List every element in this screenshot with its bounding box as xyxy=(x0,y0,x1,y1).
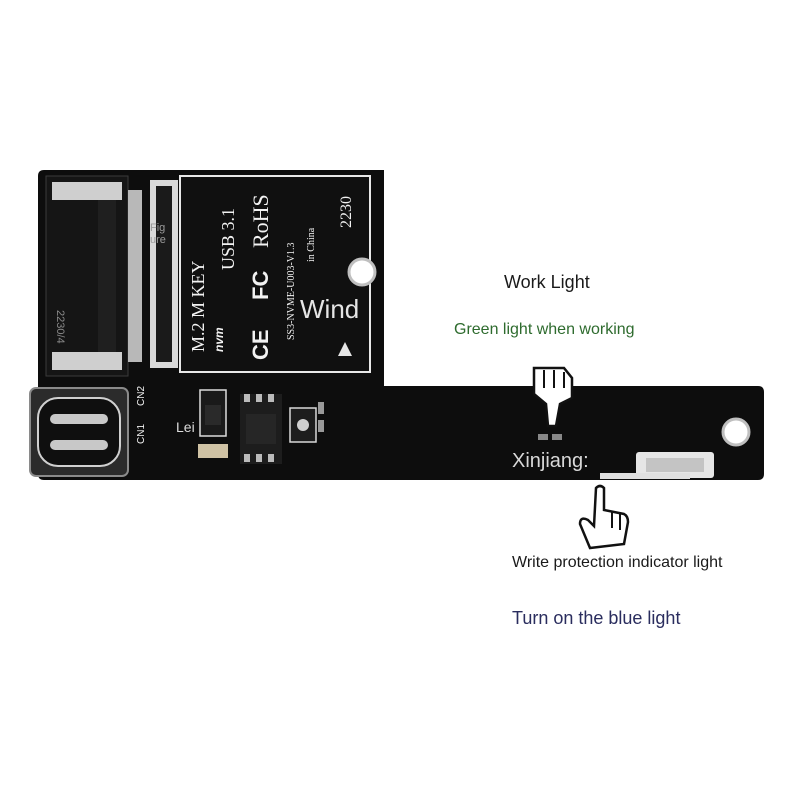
chip-q1 xyxy=(199,389,227,437)
capacitor xyxy=(198,444,228,458)
hand-pointer-down-icon xyxy=(532,366,574,428)
overlay-figure: Fig ure xyxy=(150,222,166,246)
work-light-description: Green light when working xyxy=(454,321,635,338)
write-protection-description: Turn on the blue light xyxy=(512,608,681,628)
silk-made-in: in China xyxy=(306,227,317,262)
silk-usb31: USB 3.1 xyxy=(218,207,238,270)
silk-2230-4: 2230/4 xyxy=(54,310,66,344)
silk-model: SS3-NVME-U003-V1.3 xyxy=(286,242,297,341)
pin-strip xyxy=(150,180,178,368)
overlay-lei: Lei xyxy=(176,419,195,435)
silk-m2-mkey: M.2 M KEY xyxy=(188,260,208,352)
silk-ce: CE xyxy=(248,329,273,360)
mounting-hole-top xyxy=(347,257,377,287)
work-light-title: Work Light xyxy=(504,272,590,292)
hand-pointer-up-icon xyxy=(578,484,630,550)
overlay-wind: Wind xyxy=(300,294,360,324)
silk-nvme: nvm xyxy=(212,327,226,352)
led-connector xyxy=(636,452,714,478)
chip-main xyxy=(240,394,282,464)
write-protection-title: Write protection indicator light xyxy=(512,554,723,571)
label-panel xyxy=(179,175,371,373)
silk-rohs: RoHS xyxy=(248,194,273,248)
silk-2230: 2230 xyxy=(338,196,355,228)
silk-fc: FC xyxy=(248,270,273,300)
esd-triangle-icon xyxy=(338,342,352,356)
usb-c-port xyxy=(29,387,129,477)
m2-connector xyxy=(45,175,142,377)
mounting-hole-right xyxy=(721,417,751,447)
chip-u2 xyxy=(289,407,317,443)
silk-cn2: CN2 xyxy=(136,385,147,406)
overlay-xinjiang: Xinjiang: xyxy=(512,450,589,472)
silk-cn1: CN1 xyxy=(136,423,147,444)
